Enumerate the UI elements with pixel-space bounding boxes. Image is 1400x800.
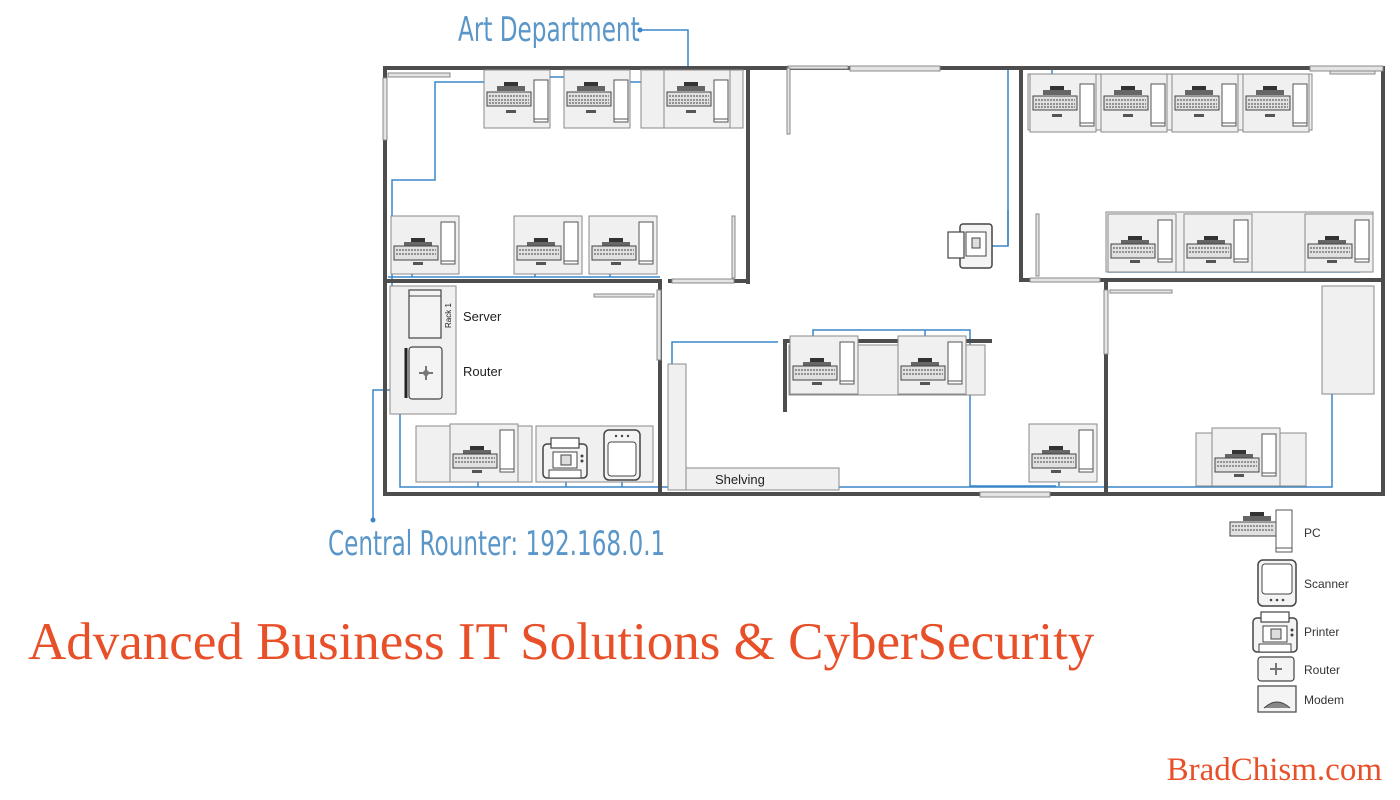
server-label: Server: [463, 309, 502, 324]
pc-icon: [588, 215, 658, 275]
pc-icon: [1304, 213, 1374, 273]
router-callout-marker: [370, 517, 376, 523]
legend-router-icon: [1257, 656, 1295, 682]
pc-icon: [1029, 73, 1097, 133]
legend-printer-icon: [1252, 611, 1298, 653]
pc-icon: [1100, 73, 1168, 133]
art-callout-marker: [637, 27, 643, 33]
pc-icon: [390, 215, 460, 275]
windows-and-doors: [382, 65, 1384, 498]
printers: [542, 223, 993, 481]
pc-workstations: [390, 69, 1374, 487]
legend-label: PC: [1304, 526, 1321, 540]
pc-icon: [1107, 213, 1177, 273]
pc-icon: [449, 423, 519, 483]
pc-icon: [1171, 73, 1239, 133]
site-url: BradChism.com: [1166, 752, 1382, 788]
pc-icon: [789, 335, 859, 395]
scanner-icon: [603, 429, 641, 481]
router-arrows-icon: [419, 366, 433, 380]
pc-icon: [1211, 427, 1281, 487]
printer-icon: [542, 437, 588, 479]
legend-label: Router: [1304, 663, 1340, 677]
legend-label: Scanner: [1304, 577, 1349, 591]
legend-pc-icon: [1229, 509, 1293, 553]
central-router-callout: Central Rounter: 192.168.0.1: [328, 524, 666, 564]
legend-label: Printer: [1304, 625, 1339, 639]
legend-label: Modem: [1304, 693, 1344, 707]
pc-icon: [1183, 213, 1253, 273]
server-rack: [404, 289, 443, 400]
legend-modem-icon: [1257, 685, 1297, 713]
pc-icon: [897, 335, 967, 395]
router-room-label: Router: [463, 364, 503, 379]
pc-icon: [563, 69, 631, 129]
legend-scanner-icon: [1257, 559, 1297, 607]
art-department-callout: Art Department: [458, 10, 640, 50]
pc-icon: [513, 215, 583, 275]
pc-icon: [1242, 73, 1310, 133]
pc-icon: [483, 69, 551, 129]
printer-icon: [947, 223, 993, 269]
legend: PC Scanner Printer Router Modem: [1229, 509, 1349, 713]
company-title: Advanced Business IT Solutions & CyberSe…: [28, 613, 1095, 671]
pc-icon: [1028, 423, 1098, 483]
rack-label: Rack 1: [444, 303, 453, 328]
shelving-label: Shelving: [715, 472, 765, 487]
